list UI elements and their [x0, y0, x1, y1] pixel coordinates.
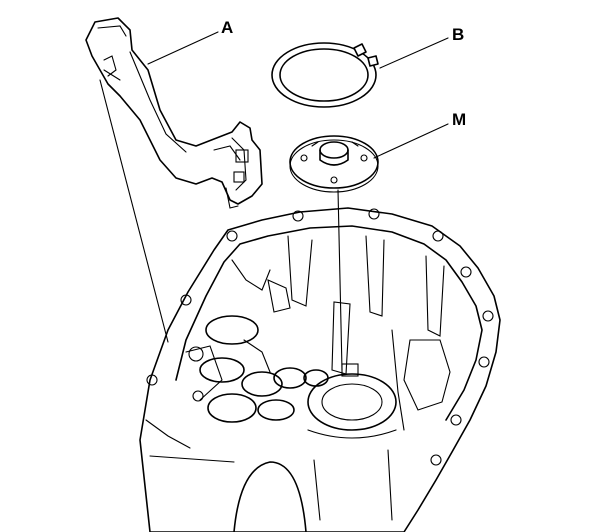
transmission-case [139, 207, 501, 532]
callout-label-a: A [221, 18, 233, 37]
callout-label-b: B [452, 25, 464, 44]
alignment-lines [99, 69, 343, 371]
snap-ring-part-b [271, 42, 379, 108]
bracket-part-a [85, 17, 263, 209]
leader-lines [147, 31, 449, 159]
callout-label-m: M [452, 110, 466, 129]
oil-guide-plate-part-m [289, 135, 379, 193]
